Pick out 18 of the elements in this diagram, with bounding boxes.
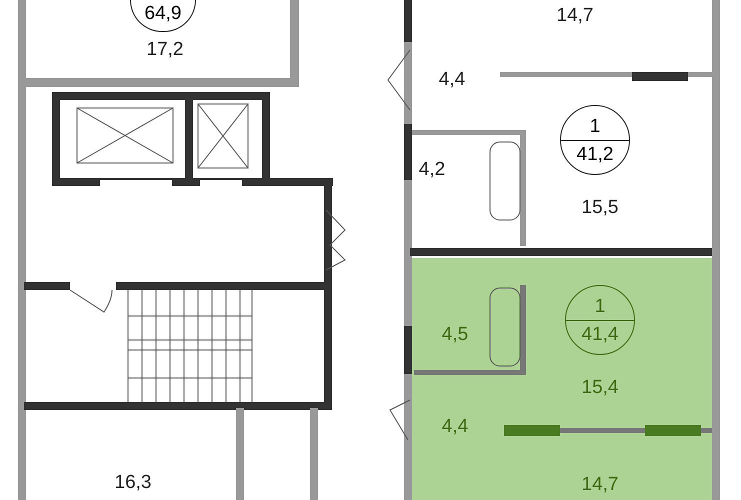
room-area-label: 15,4 <box>582 377 618 399</box>
room-area-label: 16,3 <box>114 472 152 494</box>
room-area-label: 14,7 <box>582 474 618 496</box>
total-area: 41,2 <box>576 144 614 166</box>
total-area: 41,4 <box>582 324 618 346</box>
room-area-label: 4,4 <box>438 69 466 91</box>
room-area-label: 17,2 <box>146 39 184 61</box>
room-count: 1 <box>590 116 600 138</box>
room-area-label: 15,5 <box>582 197 618 219</box>
total-area: 64,9 <box>144 3 182 25</box>
room-area-label: 4,4 <box>442 416 468 438</box>
room-count: 1 <box>594 296 606 318</box>
apartment-area-badge <box>130 0 196 32</box>
room-area-label: 14,7 <box>556 5 594 27</box>
apartment-area-badge <box>560 105 630 175</box>
room-area-label: 4,2 <box>418 159 446 181</box>
apartment-area-badge <box>565 285 635 355</box>
room-area-label: 4,5 <box>442 324 468 346</box>
